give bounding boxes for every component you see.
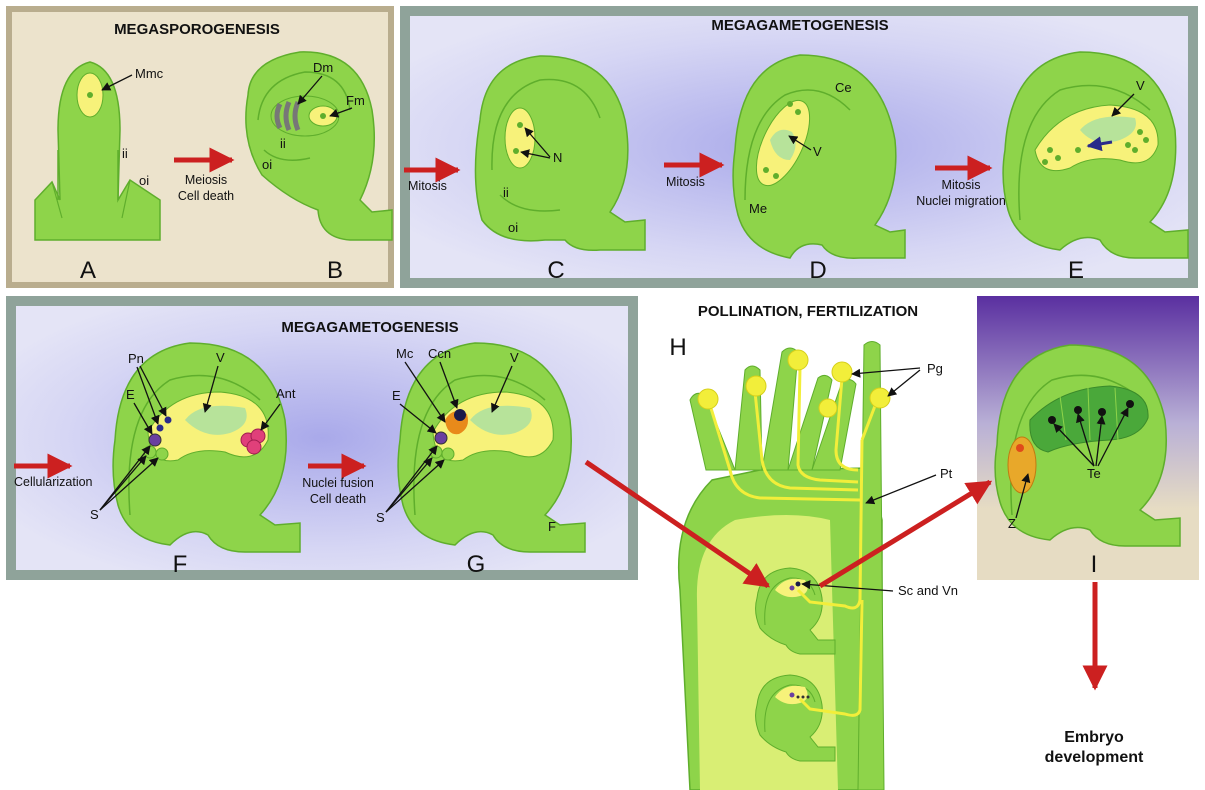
two-nuclear-sac [505, 108, 535, 168]
label-pn: Pn [128, 351, 144, 366]
label-mc: Mc [396, 346, 414, 361]
embryo-development-line1: Embryo [1064, 729, 1124, 746]
panel-label-f: F [173, 551, 188, 578]
panel-label-h: H [669, 334, 686, 361]
label-s-f: S [90, 507, 99, 522]
panel-label-g: G [467, 551, 486, 578]
label-n: N [553, 150, 562, 165]
label-ii-c: ii [503, 185, 509, 200]
label-s-g: S [376, 510, 385, 525]
label-oi-b: oi [262, 157, 272, 172]
embryo-development-line2: development [1045, 749, 1144, 766]
label-oi-a: oi [139, 173, 149, 188]
step-mitosis-d: Mitosis [666, 175, 705, 189]
label-v-d: V [813, 144, 822, 159]
label-v-f: V [216, 350, 225, 365]
label-v-g: V [510, 350, 519, 365]
panel-label-a: A [80, 257, 96, 284]
egg-cell-f [149, 434, 161, 446]
label-f-g: F [548, 519, 556, 534]
label-te: Te [1087, 466, 1101, 481]
label-fm: Fm [346, 93, 365, 108]
pistil [679, 342, 890, 790]
step-mitosis-e-1: Mitosis [942, 178, 981, 192]
label-mmc: Mmc [135, 66, 164, 81]
title-megasporogenesis: MEGASPOROGENESIS [114, 21, 280, 38]
step-fusion-1: Nuclei fusion [302, 476, 374, 490]
title-megagametogenesis-top: MEGAGAMETOGENESIS [711, 17, 888, 34]
label-oi-c: oi [508, 220, 518, 235]
step-meiosis-2: Cell death [178, 189, 234, 203]
step-meiosis-1: Meiosis [185, 173, 227, 187]
label-pt: Pt [940, 466, 953, 481]
title-pollination-fertilization: POLLINATION, FERTILIZATION [698, 303, 918, 320]
label-sc-vn: Sc and Vn [898, 583, 958, 598]
step-cellularization: Cellularization [14, 475, 93, 489]
panel-label-i: I [1091, 551, 1098, 578]
label-pg: Pg [927, 361, 943, 376]
label-ant: Ant [276, 386, 296, 401]
label-e-g: E [392, 388, 401, 403]
panel-label-c: C [547, 257, 564, 284]
label-z: Z [1008, 516, 1016, 531]
step-mitosis-c: Mitosis [408, 179, 447, 193]
panel-label-e: E [1068, 257, 1084, 284]
label-ce: Ce [835, 80, 852, 95]
label-ii-a: ii [122, 146, 128, 161]
title-megagametogenesis-bottom: MEGAGAMETOGENESIS [281, 319, 458, 336]
panel-label-d: D [809, 257, 826, 284]
label-dm: Dm [313, 60, 333, 75]
step-fusion-2: Cell death [310, 492, 366, 506]
step-mitosis-e-2: Nuclei migration [916, 194, 1006, 208]
panel-label-b: B [327, 257, 343, 284]
label-ii-b: ii [280, 136, 286, 151]
label-e-f: E [126, 387, 135, 402]
label-v-e: V [1136, 78, 1145, 93]
label-me: Me [749, 201, 767, 216]
label-ccn: Ccn [428, 346, 451, 361]
